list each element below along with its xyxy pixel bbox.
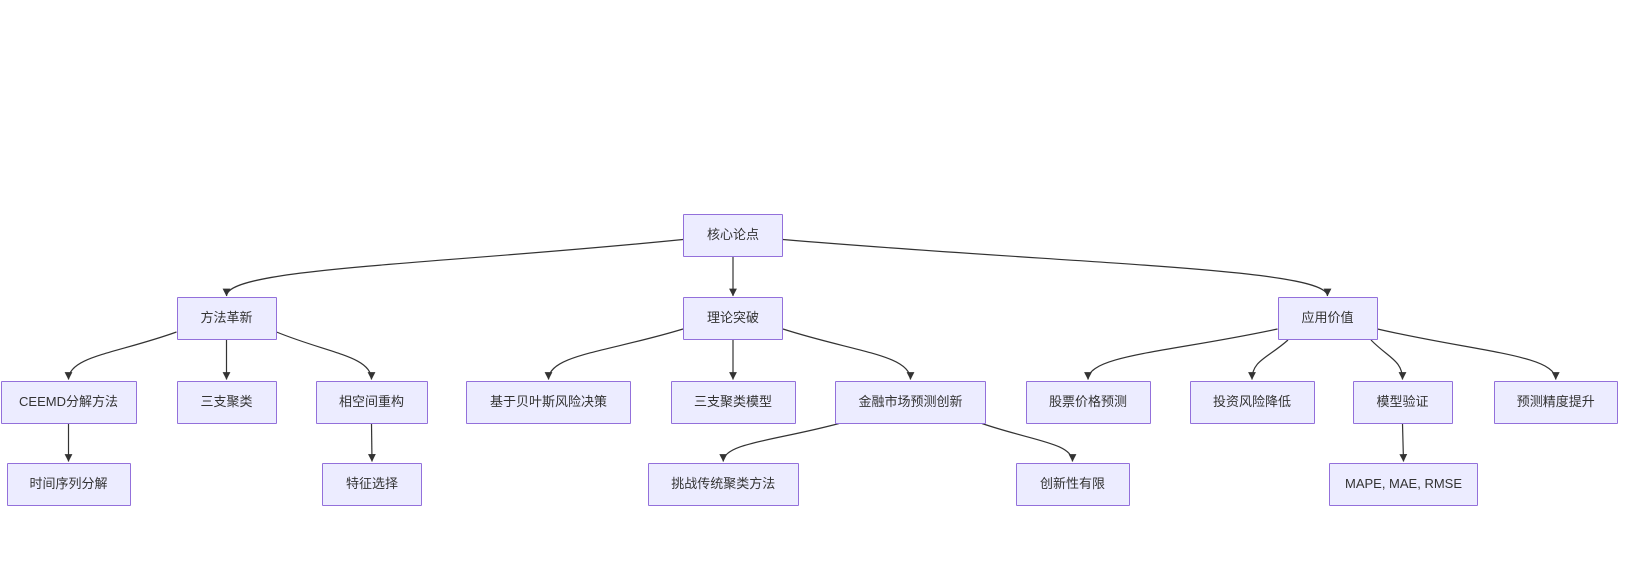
node-financial-market-prediction[interactable]: 金融市场预测创新 <box>835 380 986 424</box>
node-investment-risk-reduction[interactable]: 投资风险降低 <box>1189 380 1315 424</box>
node-label: 股票价格预测 <box>1048 393 1127 409</box>
node-label: 三支聚类 <box>200 393 253 409</box>
node-label: 相空间重构 <box>338 393 404 409</box>
node-label: MAPE, MAE, RMSE <box>1344 475 1463 491</box>
edge-finance-to-challenge <box>719 422 840 462</box>
node-time-series-decomposition[interactable]: 时间序列分解 <box>6 462 131 506</box>
node-label: 投资风险降低 <box>1212 393 1291 409</box>
node-label: 挑战传统聚类方法 <box>671 475 776 491</box>
edge-theory-to-bayes <box>544 328 684 380</box>
node-label: 理论突破 <box>706 310 759 326</box>
node-label: 预测精度提升 <box>1516 393 1595 409</box>
node-three-way-clustering[interactable]: 三支聚类 <box>176 380 277 424</box>
node-ceemd-decomposition[interactable]: CEEMD分解方法 <box>0 380 137 424</box>
edge-validate-to-metrics <box>1399 423 1408 462</box>
edge-theory-to-finance <box>782 328 915 380</box>
edge-finance-to-limited <box>981 422 1077 462</box>
node-method-innovation[interactable]: 方法革新 <box>176 297 277 340</box>
node-phase-space-reconstruction[interactable]: 相空间重构 <box>315 380 428 424</box>
node-theory-breakthrough[interactable]: 理论突破 <box>683 297 783 340</box>
node-stock-price-prediction[interactable]: 股票价格预测 <box>1025 380 1151 424</box>
node-application-value[interactable]: 应用价值 <box>1277 297 1378 340</box>
node-label: 应用价值 <box>1301 310 1354 326</box>
edge-phase-to-feat <box>368 423 376 462</box>
node-limited-innovation[interactable]: 创新性有限 <box>1015 462 1130 506</box>
node-label: 创新性有限 <box>1039 475 1105 491</box>
node-label: 基于贝叶斯风险决策 <box>489 393 607 409</box>
node-label: 三支聚类模型 <box>693 393 772 409</box>
node-model-validation[interactable]: 模型验证 <box>1352 380 1453 424</box>
node-bayesian-risk-decision[interactable]: 基于贝叶斯风险决策 <box>466 380 631 424</box>
node-label: 模型验证 <box>1376 393 1429 409</box>
edge-core-to-value <box>782 238 1332 297</box>
edge-method-to-ceemd <box>64 331 177 380</box>
edge-value-to-precision <box>1377 328 1560 380</box>
edge-method-to-phase <box>276 331 376 380</box>
node-feature-selection[interactable]: 特征选择 <box>322 462 422 506</box>
edge-value-to-stock <box>1084 328 1278 380</box>
node-label: 核心论点 <box>706 227 759 243</box>
node-challenge-traditional-clustering[interactable]: 挑战传统聚类方法 <box>647 462 799 506</box>
node-core-argument[interactable]: 核心论点 <box>683 214 783 257</box>
node-three-way-clustering-model[interactable]: 三支聚类模型 <box>670 380 796 424</box>
node-label: 时间序列分解 <box>29 475 108 491</box>
edge-value-to-invest <box>1248 339 1289 380</box>
node-prediction-accuracy[interactable]: 预测精度提升 <box>1493 380 1618 424</box>
node-mape-mae-rmse[interactable]: MAPE, MAE, RMSE <box>1329 462 1478 506</box>
node-label: 金融市场预测创新 <box>858 393 963 409</box>
node-label: 特征选择 <box>345 475 398 491</box>
node-label: 方法革新 <box>200 310 253 326</box>
edge-core-to-method <box>222 238 684 297</box>
node-label: CEEMD分解方法 <box>19 393 118 409</box>
edge-value-to-validate <box>1370 339 1407 380</box>
